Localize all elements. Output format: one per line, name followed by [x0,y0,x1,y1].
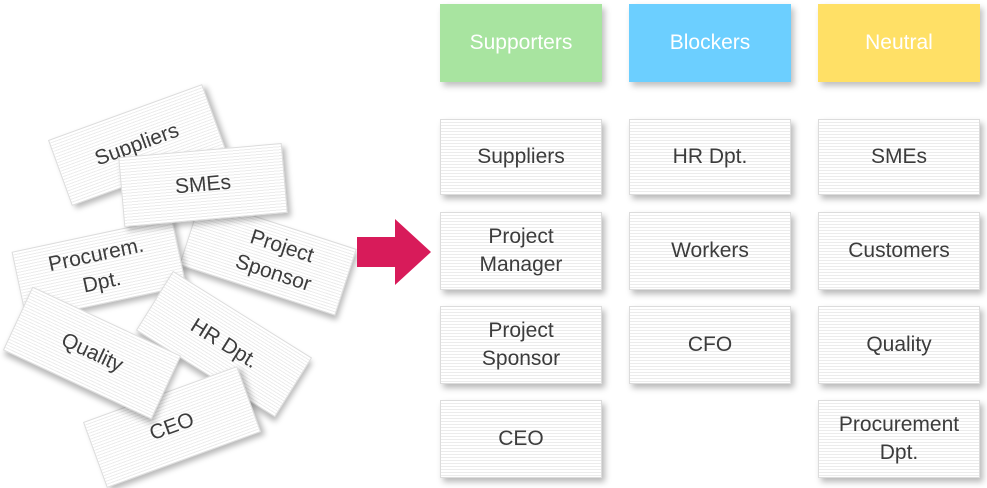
card-text: Workers [671,239,749,263]
supporters-card-2: Project Manager [440,212,602,290]
card-text: Quality [57,328,127,377]
neutral-card-4: Procurement Dpt. [818,400,980,478]
blockers-card-1: HR Dpt. [629,119,791,195]
card-text: CEO [498,427,544,451]
neutral-card-3: Quality [818,306,980,384]
header-supporters: Supporters [440,4,602,82]
card-text: SMEs [870,145,927,169]
neutral-card-2: Customers [818,212,980,290]
card-text: HR Dpt. [186,314,262,374]
card-text: Customers [848,239,950,263]
header-blockers-label: Blockers [669,31,751,54]
card-text-line: Manager [479,253,563,276]
card-text: HR Dpt. [672,145,748,169]
right-arrow-icon [357,219,431,285]
header-neutral-label: Neutral [865,31,933,54]
card-text-line: Sponsor [481,347,561,370]
header-blockers: Blockers [629,4,791,82]
card-text: CFO [687,333,733,357]
supporters-card-3: Project Sponsor [440,306,602,384]
blockers-card-3: CFO [629,306,791,384]
header-supporters-label: Supporters [469,31,573,54]
neutral-card-1: SMEs [818,119,980,195]
card-text: Suppliers [477,145,565,169]
card-text-line: Project [488,319,554,343]
supporters-card-1: Suppliers [440,119,602,195]
header-neutral: Neutral [818,4,980,82]
card-text: Quality [866,333,932,357]
scattered-card-smes: SMEs [118,142,288,228]
supporters-card-4: CEO [440,400,602,478]
card-text-line: Project [488,225,554,249]
card-text-line: Procurement [838,413,960,437]
blockers-card-2: Workers [629,212,791,290]
card-text-line: Dpt. [879,441,919,464]
card-text: SMEs [174,170,232,199]
